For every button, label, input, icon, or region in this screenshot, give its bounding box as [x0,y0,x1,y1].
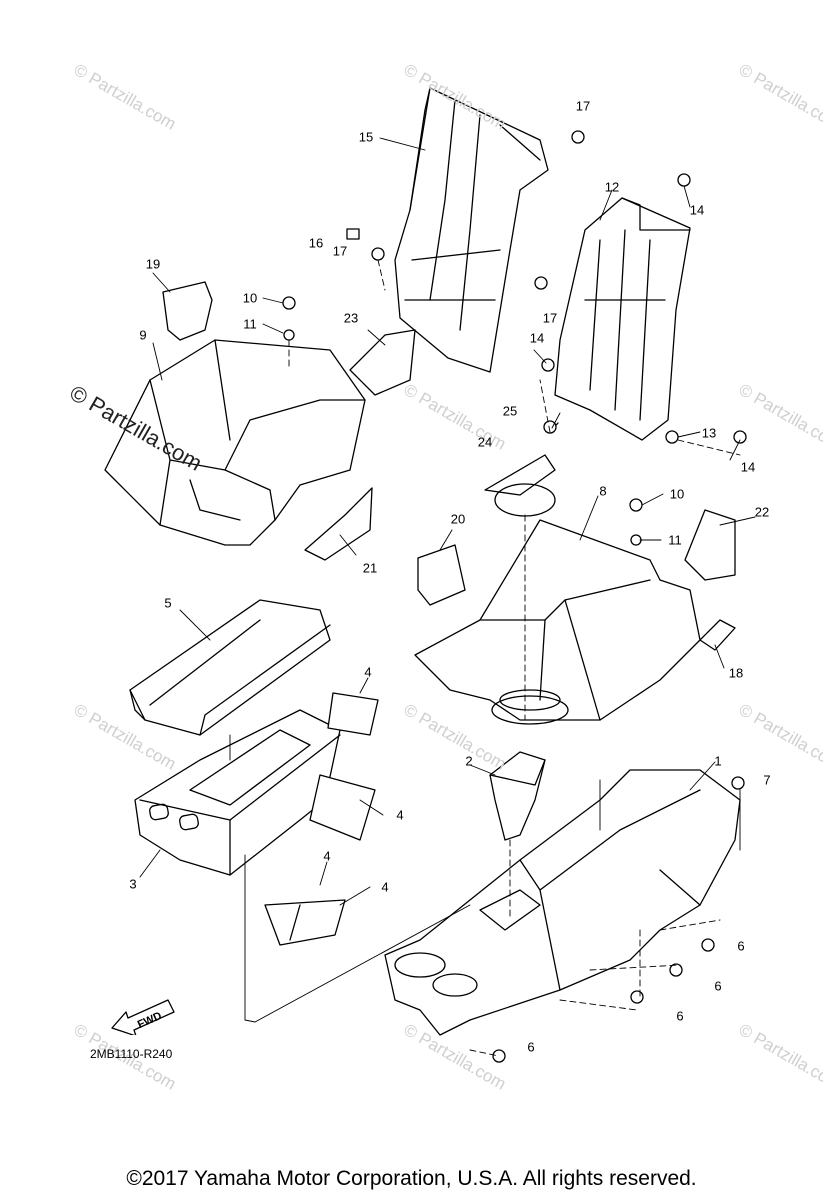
part-5-lid [129,599,331,736]
callout-11: 11 [668,532,682,548]
callout-6: 6 [714,978,722,994]
callout-9: 9 [139,327,147,343]
callout-21: 21 [362,560,378,576]
part-2-boot [489,751,546,841]
callout-8: 8 [599,483,607,499]
callout-23: 23 [343,310,359,326]
callout-20: 20 [450,511,466,527]
callout-6: 6 [527,1039,535,1055]
callout-14: 14 [740,459,756,475]
part-8-tray [414,519,701,725]
callout-12: 12 [604,179,620,195]
callout-4: 4 [381,879,389,895]
part-12-panel [554,197,691,441]
callout-3: 3 [129,876,137,892]
callout-11: 11 [243,316,257,332]
callout-18: 18 [728,665,744,681]
callout-7: 7 [763,772,771,788]
callout-10: 10 [669,486,685,502]
part-3-box [134,709,341,876]
callout-4: 4 [396,807,404,823]
callout-25: 25 [502,403,518,419]
callout-14: 14 [529,330,545,346]
callout-4: 4 [364,664,372,680]
callout-17: 17 [332,243,348,259]
callout-16: 16 [308,235,324,251]
part-9-tray [104,339,366,546]
small-brackets [162,281,736,651]
callout-17: 17 [575,98,591,114]
part-15-panel [394,87,549,373]
callout-6: 6 [676,1008,684,1024]
callout-19: 19 [145,256,161,272]
callout-10: 10 [242,290,258,306]
callout-1: 1 [714,753,722,769]
part-1-console [384,769,741,1036]
copyright-notice: ©2017 Yamaha Motor Corporation, U.S.A. A… [126,1167,697,1190]
fwd-arrow-icon: FWD [111,999,175,1035]
connection-lines [229,734,741,1023]
callout-15: 15 [358,129,374,145]
callout-6: 6 [737,938,745,954]
callout-14: 14 [689,202,705,218]
part-4-pads [264,692,379,946]
callout-5: 5 [164,595,172,611]
callout-17: 17 [542,310,558,326]
callout-4: 4 [323,848,331,864]
callout-22: 22 [754,504,770,520]
callout-2: 2 [465,753,473,769]
callout-24: 24 [477,434,493,450]
callout-13: 13 [701,425,717,441]
assembly-lines [288,259,741,1057]
leader-lines [139,137,756,906]
diagram-code: 2MB1110-R240 [90,1047,173,1061]
